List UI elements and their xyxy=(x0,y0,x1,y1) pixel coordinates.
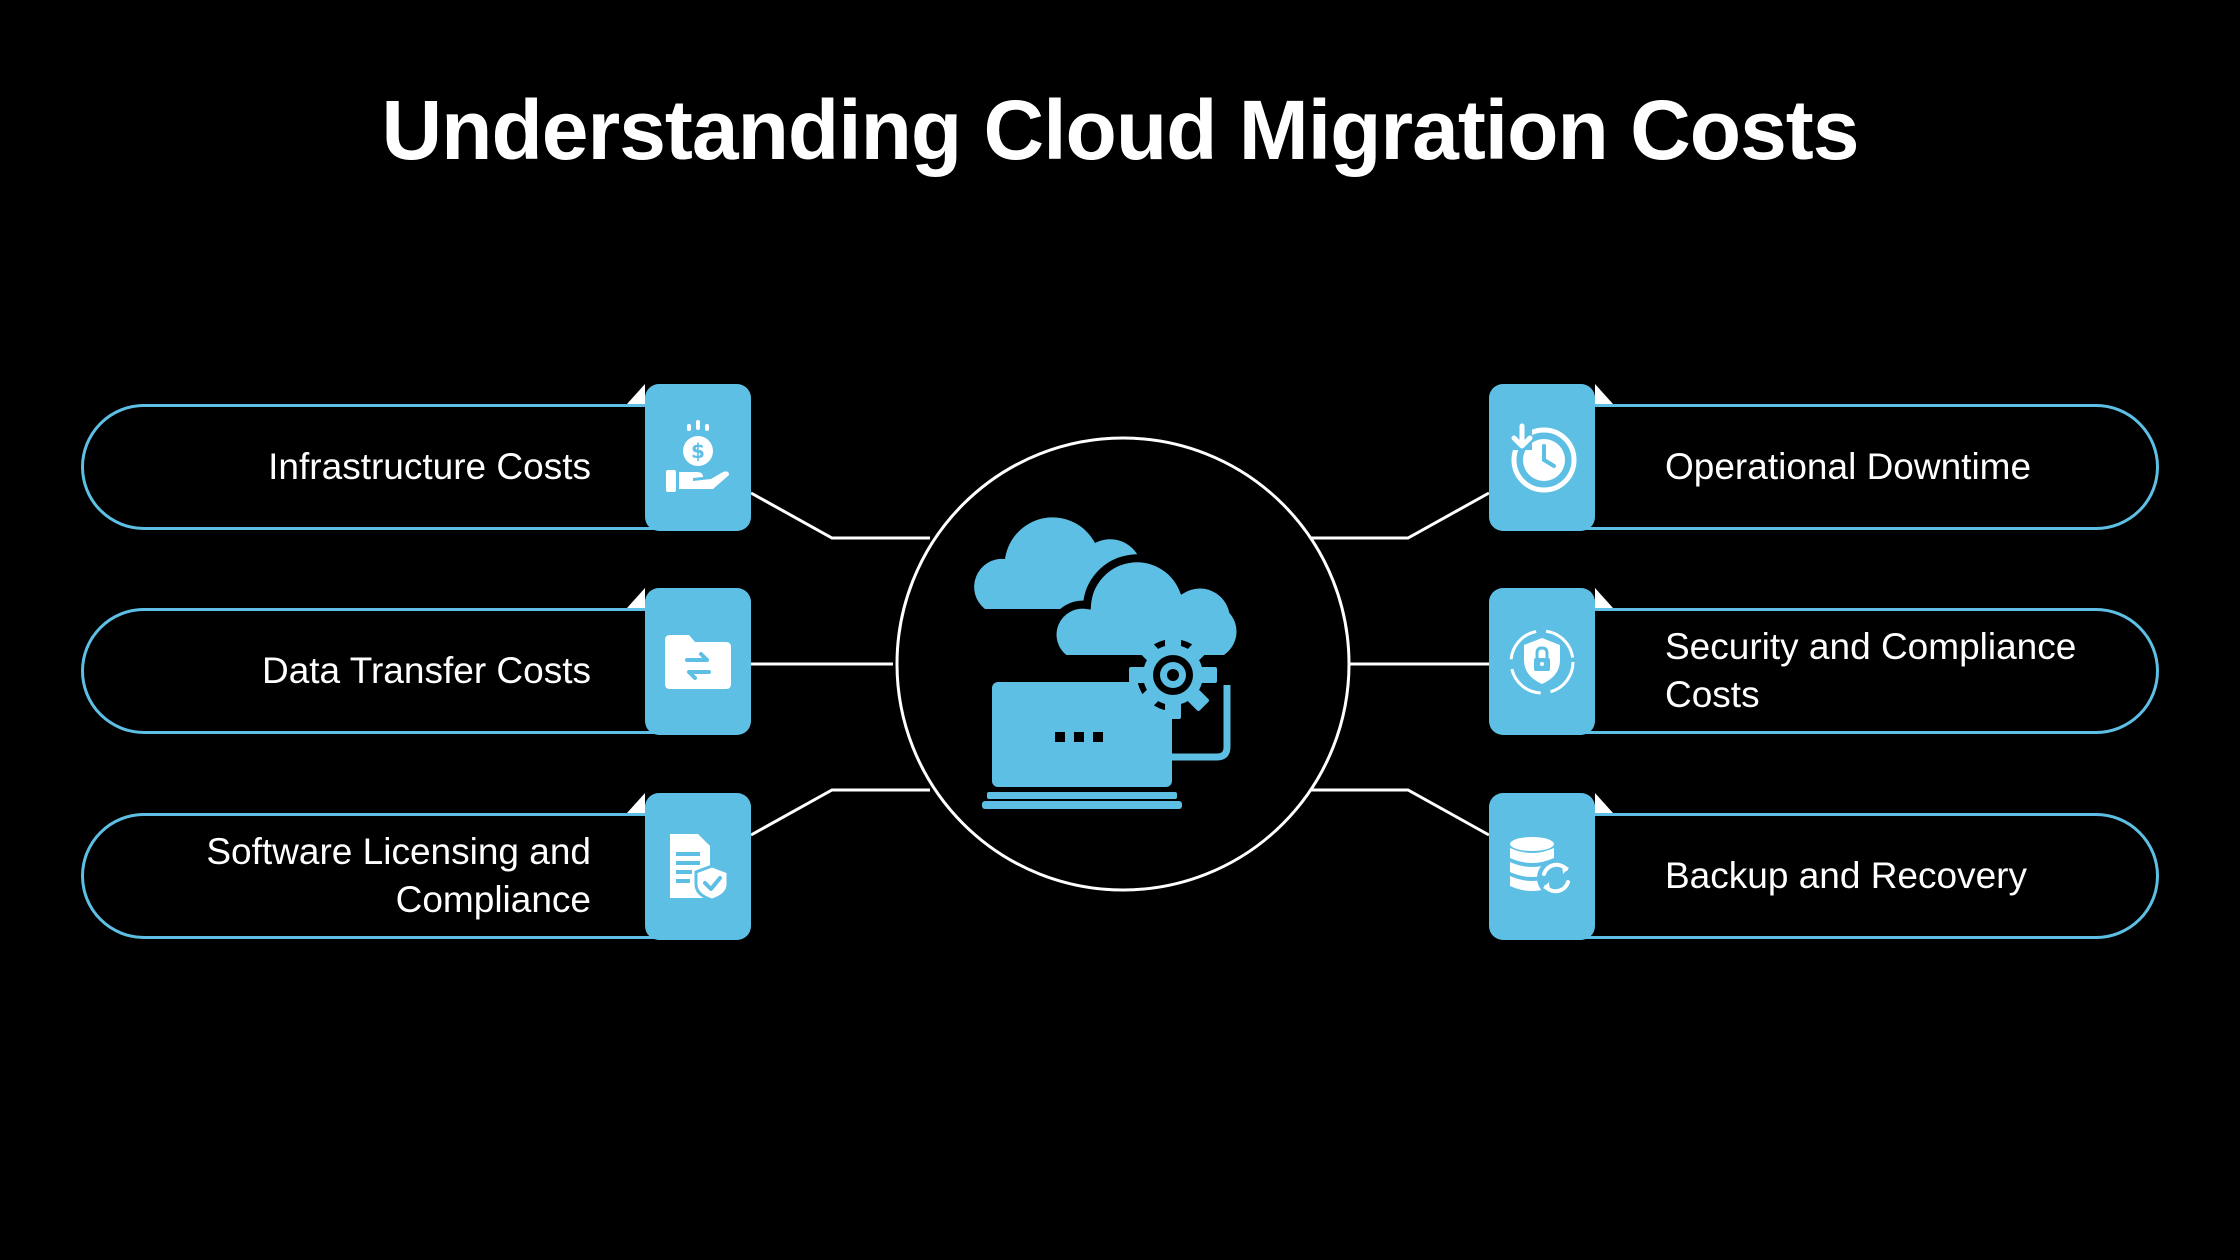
hub xyxy=(897,437,1349,889)
icon-tab xyxy=(1489,588,1595,735)
connector-line xyxy=(750,788,930,837)
card-software-licensing: Software Licensing and Compliance xyxy=(81,793,751,940)
clock-download-icon xyxy=(1511,423,1577,492)
icon-tab xyxy=(645,588,751,735)
card-infrastructure-costs: Infrastructure Costs $ xyxy=(81,384,751,531)
card-label: Data Transfer Costs xyxy=(261,650,591,691)
page-title: Understanding Cloud Migration Costs xyxy=(381,83,1860,177)
card-label: Security and Compliance Costs xyxy=(1665,626,2077,715)
card-label: Software Licensing and Compliance xyxy=(206,831,591,920)
card-notch xyxy=(627,793,645,813)
card-data-transfer-costs: Data Transfer Costs xyxy=(81,588,751,735)
hub-circle xyxy=(895,436,1351,892)
card-notch xyxy=(627,588,645,608)
icon-tab xyxy=(645,793,751,940)
card-label: Operational Downtime xyxy=(1665,446,2032,487)
card-notch xyxy=(1595,384,1613,404)
lock-shield-icon xyxy=(1509,629,1575,694)
money-hand-icon: $ xyxy=(666,419,729,492)
card-label: Infrastructure Costs xyxy=(268,446,591,487)
connector-line xyxy=(750,491,930,540)
connector-line xyxy=(1310,491,1490,540)
database-sync-icon xyxy=(1510,836,1575,897)
svg-text:$: $ xyxy=(691,439,705,463)
card-security-compliance: Security and Compliance Costs xyxy=(1489,588,2159,735)
document-shield-icon xyxy=(670,833,730,902)
icon-tab: $ xyxy=(645,384,751,531)
card-notch xyxy=(1595,588,1613,608)
folder-transfer-icon xyxy=(665,634,731,689)
card-label: Backup and Recovery xyxy=(1665,855,2027,896)
card-backup-recovery: Backup and Recovery xyxy=(1489,793,2159,940)
card-operational-downtime: Operational Downtime xyxy=(1489,384,2159,531)
connector-line xyxy=(1310,788,1490,837)
card-notch xyxy=(627,384,645,404)
cloud-laptop-gear-icon xyxy=(974,517,1245,809)
icon-tab xyxy=(1489,793,1595,940)
icon-tab xyxy=(1489,384,1595,531)
card-notch xyxy=(1595,793,1613,813)
